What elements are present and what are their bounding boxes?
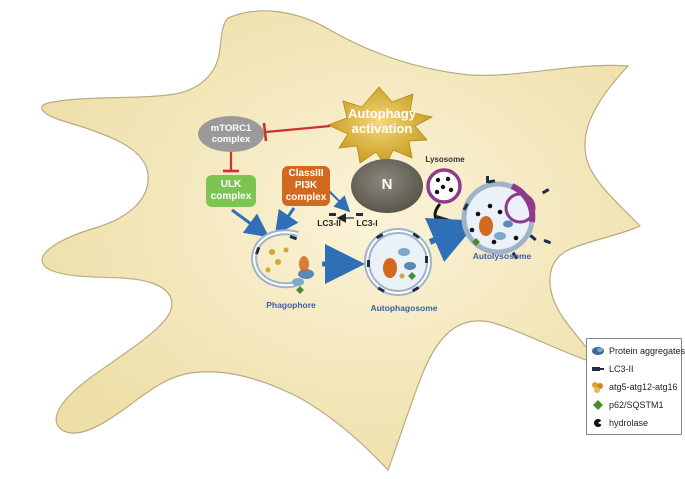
phagophore [251, 229, 314, 294]
lysosome-label: Lysosome [425, 155, 465, 164]
legend-item: Protein aggregates [590, 342, 685, 360]
autophagosome [364, 228, 432, 296]
lysosome-hydrolases [434, 176, 454, 195]
lc3-ii-icon [592, 367, 604, 371]
mtorc1-complex [198, 116, 264, 152]
legend-item: hydrolase [590, 414, 678, 432]
arrow-ulk-phagophore [231, 208, 270, 238]
protein-aggregate-icon [592, 347, 604, 355]
autolysosome-label: Autolysosome [472, 251, 532, 261]
lc3-i-mark [356, 213, 363, 216]
autophagosome-label: Autophagosome [370, 303, 438, 313]
phagophore-label: Phagophore [266, 300, 316, 310]
arrow-autophagosome-autolysosome [424, 218, 479, 263]
p62-icon [593, 400, 603, 410]
lc3-ii-mark [329, 213, 336, 216]
legend: Protein aggregates LC3-II atg5-atg12-atg… [586, 338, 685, 435]
lc3-ii-label: LC3-II [317, 218, 341, 228]
cell-body [41, 10, 642, 472]
inhibit-line-star-mtorc1 [265, 124, 331, 134]
legend-item: p62/SQSTM1 [590, 396, 678, 414]
inhibit-bar-mtorc1 [262, 122, 268, 142]
legend-item: atg5-atg12-atg16 [590, 378, 678, 396]
atg5-atg12-atg16-icon [592, 382, 603, 393]
arrow-pi3k-phagophore [274, 207, 299, 236]
nucleus [351, 159, 423, 213]
autolysosome [461, 176, 552, 260]
legend-item: LC3-II [590, 360, 678, 378]
lc3-i-label: LC3-I [356, 218, 378, 228]
hydrolase-icon [594, 419, 602, 427]
nucleus-label: N [381, 176, 393, 193]
